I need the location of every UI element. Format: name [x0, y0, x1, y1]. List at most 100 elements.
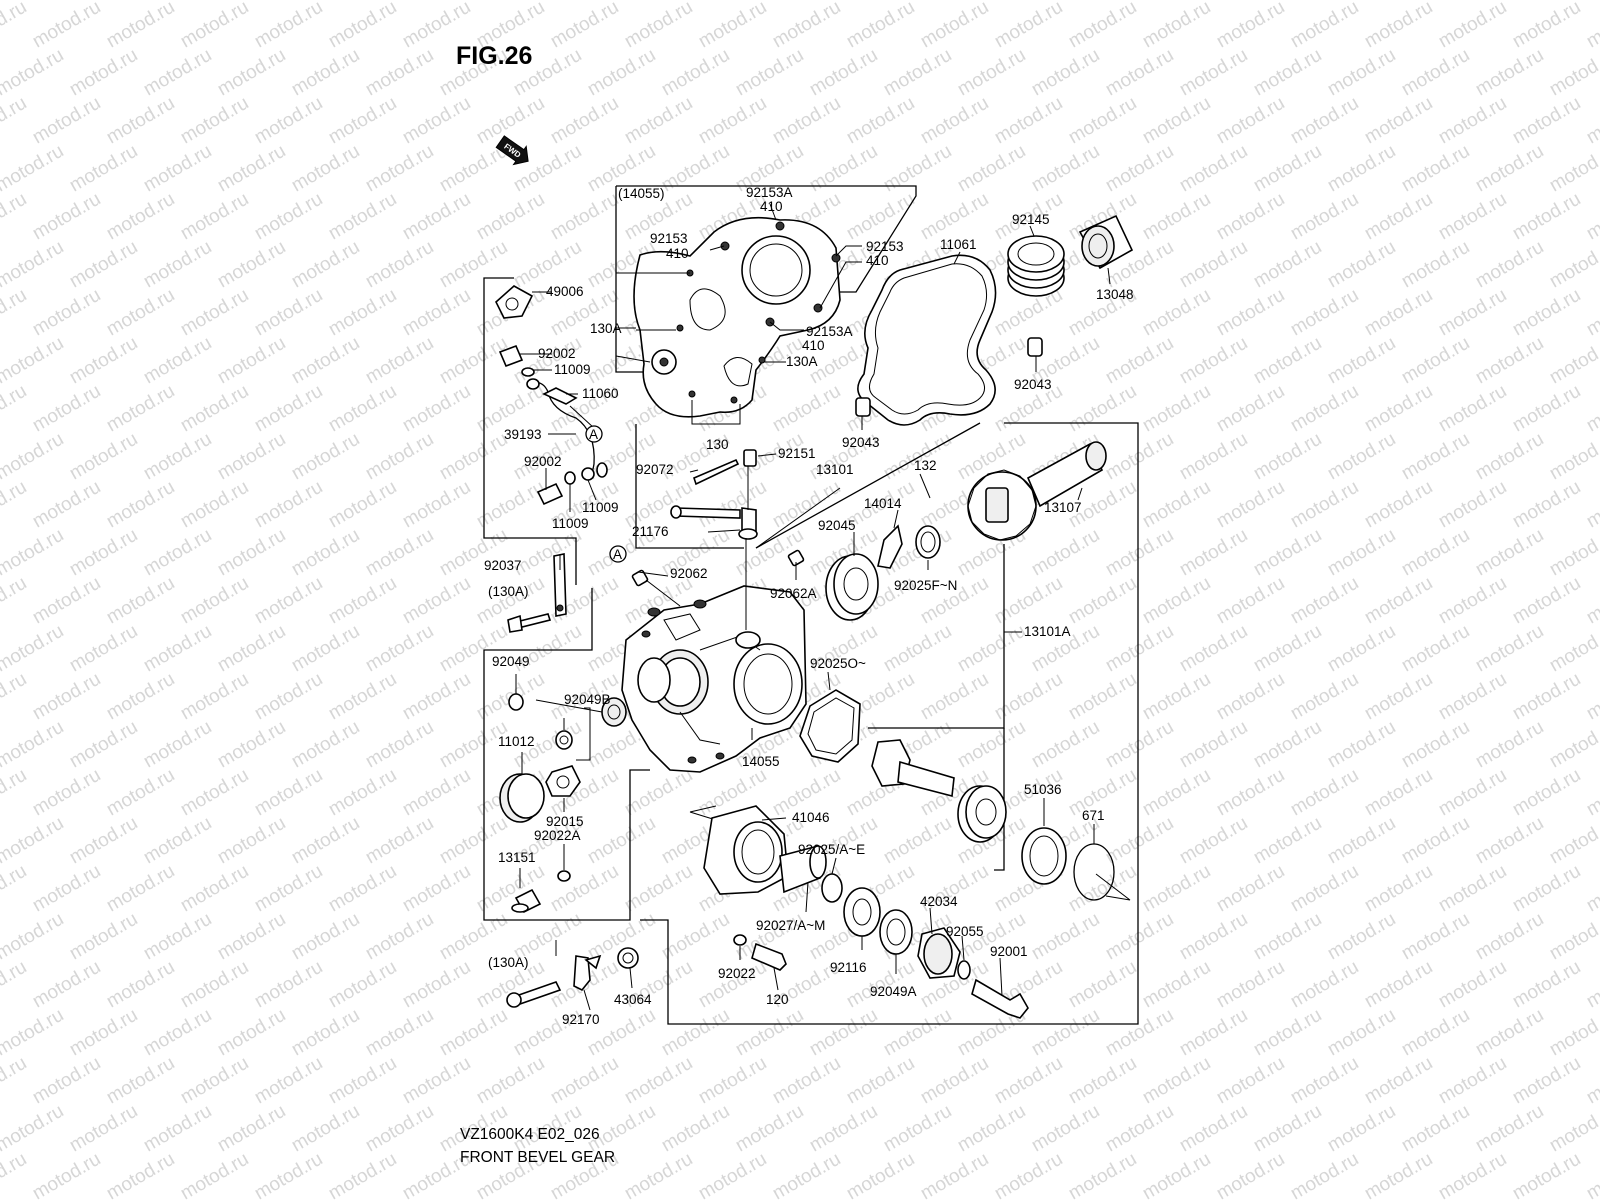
watermark-text: motod.ru	[1139, 285, 1214, 341]
watermark-text: motod.ru	[621, 0, 696, 52]
watermark-text: motod.ru	[658, 1005, 733, 1061]
watermark-text: motod.ru	[177, 285, 252, 341]
watermark-text: motod.ru	[0, 93, 30, 149]
spring-and-cam	[1007, 214, 1134, 297]
watermark-text: motod.ru	[695, 1053, 770, 1109]
watermark-text: motod.ru	[584, 0, 659, 4]
watermark-text: motod.ru	[103, 0, 178, 52]
watermark-text: motod.ru	[0, 621, 67, 677]
speed-sensor-parts	[670, 449, 758, 540]
watermark-text: motod.ru	[1324, 621, 1399, 677]
watermark-text: motod.ru	[1213, 573, 1288, 629]
watermark-text: motod.ru	[1546, 45, 1600, 101]
watermark-text: motod.ru	[103, 861, 178, 917]
watermark-text: motod.ru	[1472, 621, 1547, 677]
watermark-text: motod.ru	[29, 957, 104, 1013]
watermark-text: motod.ru	[1509, 1149, 1584, 1200]
watermark-text: motod.ru	[1324, 909, 1399, 965]
watermark-text: motod.ru	[399, 285, 474, 341]
watermark-text: motod.ru	[1398, 717, 1473, 773]
watermark-text: motod.ru	[140, 909, 215, 965]
watermark-text: motod.ru	[140, 813, 215, 869]
watermark-text: motod.ru	[1176, 813, 1251, 869]
watermark-text: motod.ru	[325, 1149, 400, 1200]
watermark-text: motod.ru	[1509, 93, 1584, 149]
watermark-text: motod.ru	[1324, 1101, 1399, 1157]
watermark-text: motod.ru	[1250, 237, 1325, 293]
watermark-text: motod.ru	[325, 477, 400, 533]
watermark-text: motod.ru	[1583, 957, 1600, 1013]
gear-case-housing	[621, 585, 807, 773]
callout-92153-right: 92153	[866, 239, 904, 254]
watermark-text: motod.ru	[1361, 669, 1436, 725]
watermark-text: motod.ru	[880, 429, 955, 485]
watermark-text: motod.ru	[1250, 429, 1325, 485]
watermark-text: motod.ru	[1102, 333, 1177, 389]
watermark-text: motod.ru	[843, 0, 918, 52]
watermark-text: motod.ru	[917, 669, 992, 725]
watermark-text: motod.ru	[0, 1005, 67, 1061]
watermark-text: motod.ru	[806, 45, 881, 101]
watermark-text: motod.ru	[1509, 669, 1584, 725]
watermark-text: motod.ru	[1398, 45, 1473, 101]
watermark-text: motod.ru	[1324, 237, 1399, 293]
watermark-text: motod.ru	[1287, 189, 1362, 245]
watermark-text: motod.ru	[288, 525, 363, 581]
watermark-text: motod.ru	[1028, 45, 1103, 101]
watermark-text: motod.ru	[177, 861, 252, 917]
watermark-text: motod.ru	[1435, 285, 1510, 341]
watermark-text: motod.ru	[1213, 0, 1288, 52]
watermark-text: motod.ru	[1361, 189, 1436, 245]
watermark-text: motod.ru	[954, 621, 1029, 677]
watermark-text: motod.ru	[917, 189, 992, 245]
callout-92049a: 92049A	[870, 984, 917, 999]
watermark-text: motod.ru	[1324, 1005, 1399, 1061]
callout-130a-paren-bot: (130A)	[488, 955, 529, 970]
watermark-text: motod.ru	[0, 1101, 67, 1157]
breather-parts	[495, 285, 608, 506]
watermark-text: motod.ru	[1065, 573, 1140, 629]
watermark-text: motod.ru	[1509, 573, 1584, 629]
watermark-text: motod.ru	[66, 717, 141, 773]
watermark-text: motod.ru	[214, 621, 289, 677]
watermark-text: motod.ru	[1065, 1053, 1140, 1109]
watermark-text: motod.ru	[66, 333, 141, 389]
callout-92055: 92055	[946, 924, 984, 939]
watermark-text: motod.ru	[1287, 861, 1362, 917]
watermark-text: motod.ru	[66, 237, 141, 293]
watermark-text: motod.ru	[1398, 1005, 1473, 1061]
watermark-text: motod.ru	[1324, 0, 1399, 4]
watermark-text: motod.ru	[991, 1149, 1066, 1200]
watermark-text: motod.ru	[1472, 1005, 1547, 1061]
watermark-text: motod.ru	[1176, 717, 1251, 773]
watermark-text: motod.ru	[140, 0, 215, 4]
watermark-text: motod.ru	[1546, 621, 1600, 677]
watermark-text: motod.ru	[1250, 1005, 1325, 1061]
watermark-text: motod.ru	[214, 141, 289, 197]
watermark-text: motod.ru	[806, 141, 881, 197]
watermark-text: motod.ru	[695, 957, 770, 1013]
watermark-text: motod.ru	[880, 621, 955, 677]
oil-seals-and-cap	[499, 693, 627, 914]
watermark-text: motod.ru	[732, 45, 807, 101]
watermark-text: motod.ru	[1398, 621, 1473, 677]
callout-410-left: 410	[666, 246, 689, 261]
watermark-text: motod.ru	[1176, 141, 1251, 197]
watermark-text: motod.ru	[1139, 957, 1214, 1013]
watermark-text: motod.ru	[177, 669, 252, 725]
watermark-text: motod.ru	[362, 621, 437, 677]
callout-410-mid: 410	[802, 338, 825, 353]
watermark-text: motod.ru	[0, 861, 30, 917]
watermark-text: motod.ru	[140, 429, 215, 485]
watermark-text: motod.ru	[1028, 909, 1103, 965]
watermark-text: motod.ru	[880, 0, 955, 4]
watermark-text: motod.ru	[1250, 717, 1325, 773]
callout-39193: 39193	[504, 427, 542, 442]
watermark-text: motod.ru	[288, 333, 363, 389]
watermark-text: motod.ru	[1435, 477, 1510, 533]
watermark-text: motod.ru	[399, 573, 474, 629]
watermark-text: motod.ru	[1361, 1053, 1436, 1109]
watermark-text: motod.ru	[584, 45, 659, 101]
watermark-text: motod.ru	[1213, 477, 1288, 533]
watermark-text: motod.ru	[1065, 93, 1140, 149]
